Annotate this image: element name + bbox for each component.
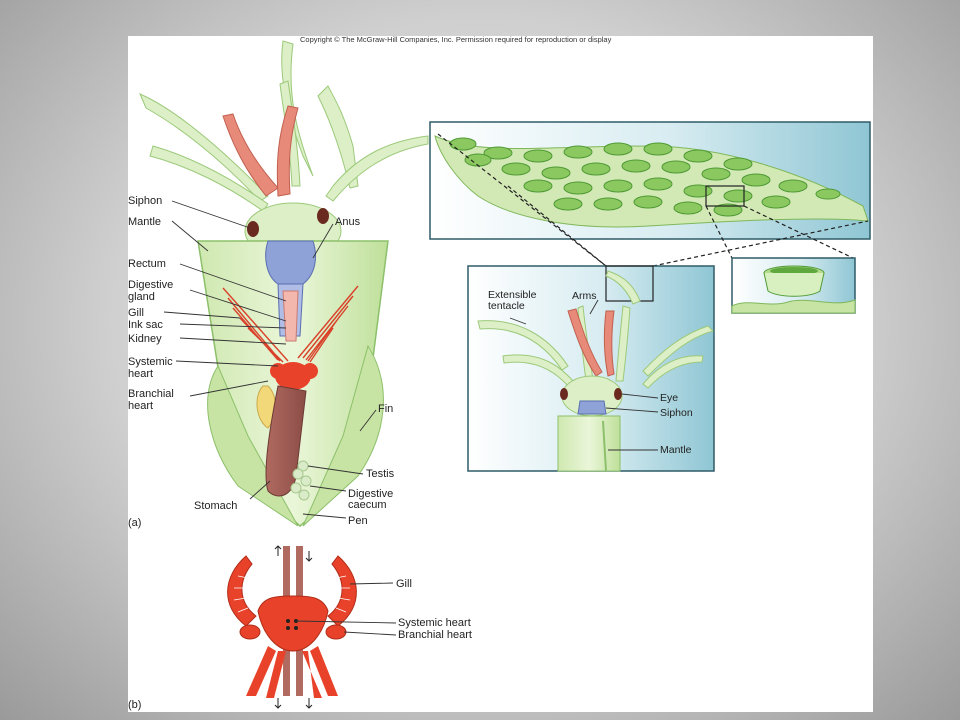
label-b-gill: Gill xyxy=(396,578,412,590)
label-ink-sac: Ink sac xyxy=(128,319,163,331)
zoom-connectors xyxy=(437,133,869,267)
label-fin: Fin xyxy=(378,403,393,415)
label-digestive-caecum-line1: Digestive xyxy=(348,488,393,500)
squid-body-illustration xyxy=(139,40,429,528)
label-systemic-heart-line1: Systemic xyxy=(128,356,173,368)
label-systemic-heart-line2: heart xyxy=(128,368,153,380)
label-anus: Anus xyxy=(335,216,361,228)
slide-panel: Copyright © The McGraw-Hill Companies, I… xyxy=(128,36,873,712)
label-digestive-gland-line1: Digestive xyxy=(128,279,173,291)
label-gill: Gill xyxy=(128,307,144,319)
chromatophore-skin-box xyxy=(429,121,871,240)
panel-a-letter: (a) xyxy=(128,517,141,529)
label-branchial-heart-line2: heart xyxy=(128,400,153,412)
panel-b-leaders xyxy=(295,582,397,636)
label-extensible-tentacle-line2: tentacle xyxy=(488,300,525,312)
chromatophore-detail-box xyxy=(731,257,856,314)
label-b-systemic-heart: Systemic heart xyxy=(398,617,471,629)
label-inset-siphon: Siphon xyxy=(660,407,693,419)
label-extensible-tentacle-line1: Extensible xyxy=(488,289,537,301)
inset-leaders xyxy=(509,299,659,451)
copyright-notice: Copyright © The McGraw-Hill Companies, I… xyxy=(300,36,612,44)
label-mantle: Mantle xyxy=(128,216,161,228)
label-siphon: Siphon xyxy=(128,195,162,207)
label-arms: Arms xyxy=(572,290,597,302)
inset-squid-head-box xyxy=(467,265,715,472)
label-eye: Eye xyxy=(660,392,678,404)
panel-a-leaders xyxy=(163,200,377,519)
label-inset-mantle: Mantle xyxy=(660,444,692,456)
label-digestive-caecum-line2: caecum xyxy=(348,499,387,511)
label-kidney: Kidney xyxy=(128,333,162,345)
label-branchial-heart-line1: Branchial xyxy=(128,388,174,400)
label-rectum: Rectum xyxy=(128,258,166,270)
label-testis: Testis xyxy=(366,468,395,480)
label-digestive-gland-line2: gland xyxy=(128,291,155,303)
circulation-diagram xyxy=(227,545,357,709)
label-stomach: Stomach xyxy=(194,500,237,512)
squid-anatomy-figure: Copyright © The McGraw-Hill Companies, I… xyxy=(128,36,871,711)
panel-b-letter: (b) xyxy=(128,699,141,711)
label-b-branchial-heart: Branchial heart xyxy=(398,629,472,641)
label-pen: Pen xyxy=(348,515,368,527)
